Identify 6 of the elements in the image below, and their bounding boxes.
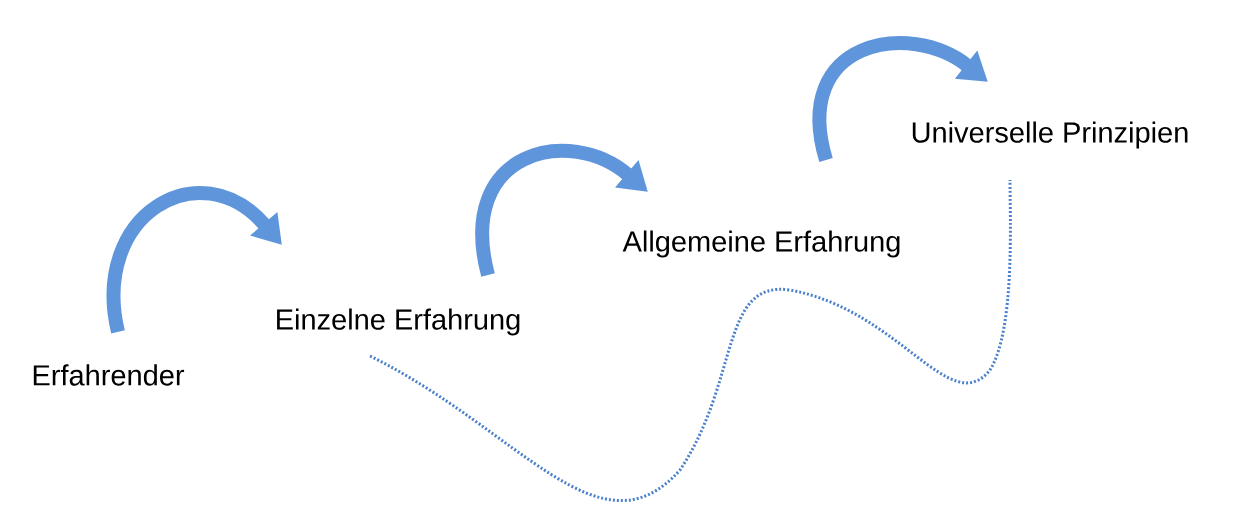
- node-label: Universelle Prinzipien: [912, 121, 1188, 149]
- node-label: Allgemeine Erfahrung: [622, 230, 900, 258]
- node-label: Einzelne Erfahrung: [277, 308, 520, 336]
- node-label: Erfahrender: [33, 364, 185, 386]
- curved-arrow: [106, 186, 282, 334]
- dotted-line: [369, 180, 1012, 502]
